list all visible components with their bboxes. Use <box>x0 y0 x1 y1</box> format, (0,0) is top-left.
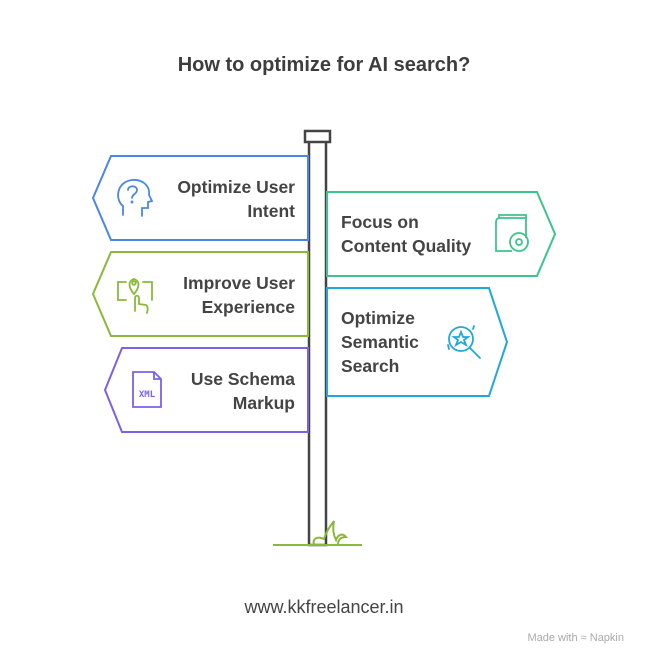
sign-label: Focus on Content Quality <box>341 210 471 258</box>
website-link[interactable]: www.kkfreelancer.in <box>244 597 404 617</box>
sign-optimize-semantic-search <box>326 287 509 397</box>
sign-label: Optimize User Intent <box>177 175 295 223</box>
made-with-text: Made with <box>527 632 578 644</box>
pole-cap <box>303 129 332 144</box>
napkin-logo-icon: ≈ <box>580 632 587 644</box>
label-line: Search <box>341 356 400 376</box>
grass-icon <box>312 520 349 546</box>
label-line: Use Schema <box>190 369 295 389</box>
label-line: Markup <box>232 393 295 413</box>
label-line: Focus on <box>341 212 419 232</box>
sign-optimize-user-intent <box>91 155 309 241</box>
head-question-icon <box>117 179 154 217</box>
label-line: Content Quality <box>341 236 472 256</box>
sign-improve-user-experience <box>91 251 309 337</box>
label-line: Improve User <box>183 273 295 293</box>
sign-label: Optimize Semantic Search <box>341 306 419 378</box>
book-disc-icon <box>495 214 529 252</box>
label-line: Optimize <box>341 308 415 328</box>
sign-label: Improve User Experience <box>183 271 295 319</box>
label-line: Semantic <box>341 332 419 352</box>
made-with-napkin: Made with ≈ Napkin <box>527 632 624 644</box>
xml-file-icon <box>132 371 162 408</box>
xml-icon-text: XML <box>139 390 156 400</box>
sign-focus-content-quality <box>326 191 557 277</box>
search-star-icon <box>447 325 481 359</box>
map-touch-icon <box>117 278 153 314</box>
sign-label: Use Schema Markup <box>191 367 295 415</box>
label-line: Intent <box>247 201 295 221</box>
pole <box>307 138 328 547</box>
sign-use-schema-markup <box>103 347 309 433</box>
label-line: Optimize User <box>177 177 295 197</box>
label-line: Experience <box>201 297 295 317</box>
brand-text: Napkin <box>589 632 624 644</box>
page-title: How to optimize for AI search? <box>177 54 471 76</box>
